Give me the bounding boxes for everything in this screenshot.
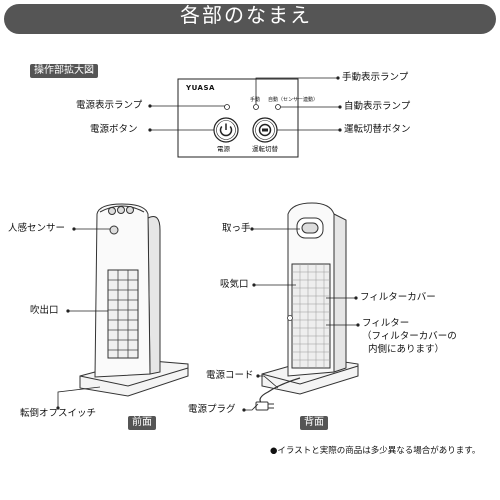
manual-small-label: 手動	[250, 97, 261, 103]
power-lamp	[224, 104, 230, 110]
brand-logo-text: YUASA	[186, 84, 215, 92]
back-screw	[287, 315, 293, 321]
label-power-lamp: 電源表示ランプ	[76, 100, 143, 111]
panel-tag: 操作部拡大図	[30, 64, 98, 78]
label-filter-line3: 内側にあります）	[368, 344, 445, 355]
label-handle: 取っ手	[222, 223, 251, 234]
auto-small-label: 自動（センサー連動）	[268, 97, 319, 103]
power-plug-graphic	[255, 401, 274, 411]
view-tag-front: 前面	[128, 416, 156, 430]
title-bar	[4, 4, 496, 34]
label-filter-line1: フィルター	[362, 318, 410, 329]
label-power-button: 電源ボタン	[90, 124, 138, 135]
mode-button-icon	[252, 117, 278, 143]
back-heater	[261, 202, 359, 395]
power-button-label: 電源	[217, 145, 230, 153]
mode-button-label: 運転切替	[252, 145, 278, 153]
label-outlet: 吹出口	[30, 305, 59, 316]
label-power-cord: 電源コード	[206, 370, 254, 381]
page-title: 各部のなまえ	[180, 3, 312, 27]
label-filter-cover: フィルターカバー	[360, 292, 436, 303]
power-cord-graphic	[259, 377, 301, 405]
view-tag-back: 背面	[300, 416, 328, 430]
back-filter-mesh	[292, 264, 330, 368]
label-manual-lamp: 手動表示ランプ	[342, 72, 409, 83]
label-power-plug: 電源プラグ	[188, 404, 236, 415]
auto-lamp	[275, 104, 281, 110]
label-mode-button: 運転切替ボタン	[344, 124, 411, 135]
manual-lamp	[253, 104, 259, 110]
label-tip-switch: 転倒オフスイッチ	[20, 408, 97, 419]
disclaimer-note: ●イラストと実際の商品は多少異なる場合があります。	[270, 446, 481, 456]
label-auto-lamp: 自動表示ランプ	[344, 101, 411, 112]
label-inlet: 吸気口	[220, 279, 249, 290]
front-heater	[79, 203, 189, 397]
control-panel	[177, 78, 299, 158]
power-button-icon	[213, 117, 239, 143]
label-filter-line2: （フィルターカバーの	[362, 331, 457, 342]
front-outlet-grille	[108, 270, 138, 358]
label-sensor: 人感センサー	[8, 223, 66, 234]
